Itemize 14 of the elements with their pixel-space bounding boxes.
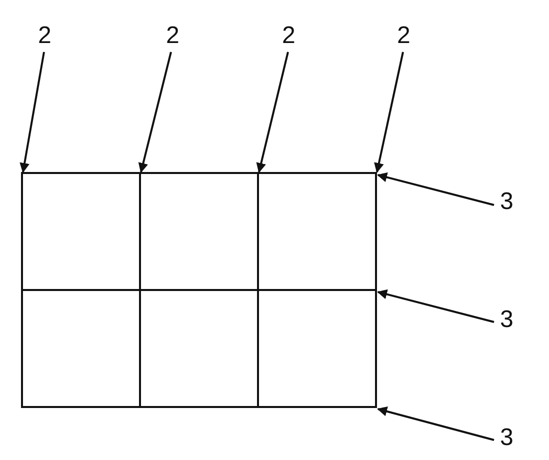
callout-number: 3 [500, 308, 514, 332]
leader-line [377, 406, 494, 441]
leader-line [377, 172, 494, 206]
callout-number: 2 [38, 24, 52, 48]
leader-line [377, 289, 494, 323]
callout-number: 2 [282, 24, 296, 48]
leader-line [138, 52, 172, 173]
leader-line [256, 52, 289, 173]
leader-line [374, 52, 404, 173]
callout-number: 2 [166, 24, 180, 48]
callout-number: 3 [500, 426, 514, 450]
callout-number: 3 [500, 190, 514, 214]
callout-number: 2 [397, 24, 410, 48]
leader-line [20, 52, 45, 173]
